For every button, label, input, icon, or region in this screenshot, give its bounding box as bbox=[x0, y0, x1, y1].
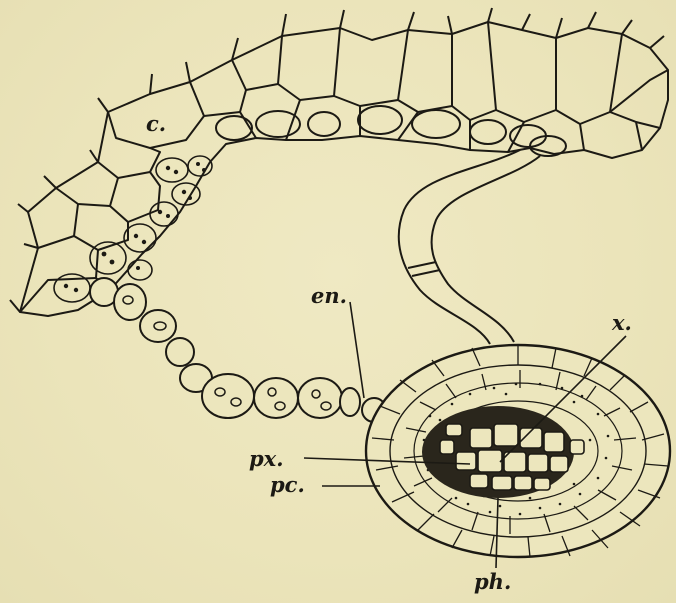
label-cortex: c. bbox=[146, 113, 166, 134]
dotted-cells bbox=[54, 156, 212, 302]
outer-cell-layer bbox=[10, 8, 668, 316]
label-protoxylem: px. bbox=[249, 448, 284, 469]
connecting-tube bbox=[399, 150, 540, 344]
label-pericycle: pc. bbox=[270, 474, 305, 495]
label-phloem: ph. bbox=[474, 571, 511, 592]
label-endodermis: en. bbox=[311, 285, 347, 306]
label-xylem: x. bbox=[612, 312, 632, 333]
